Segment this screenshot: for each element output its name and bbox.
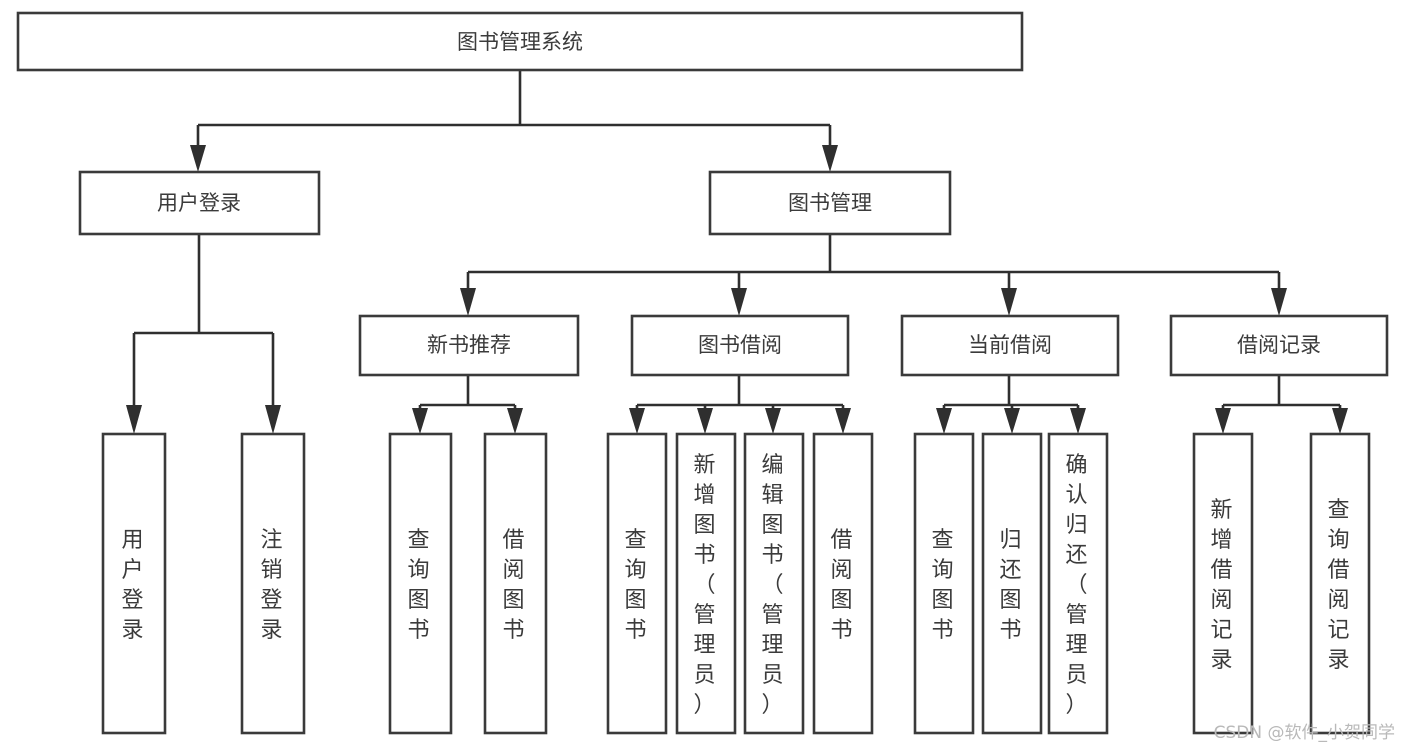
arrow-head-new-book [460,288,476,316]
leaf-user-login-2-box[interactable] [240,432,306,735]
node-user-login-box[interactable] [78,170,321,236]
arrow-head-book-mgmt [822,145,838,172]
node-book-management-label: 图书管理 [788,191,872,215]
leaf-current-borrow-1-label: 查询图书 [931,528,956,643]
arrow-head-leaf-logout [265,405,281,434]
leaf-current-borrow-3[interactable]: 确认归还（管理员） [1047,432,1109,735]
leaf-borrow-record-2-box[interactable] [1309,432,1371,735]
node-book-borrow-box[interactable] [630,314,850,377]
leaf-new-book-2-box[interactable] [483,432,548,735]
leaf-current-borrow-3-label: 确认归还（管理员） [1065,453,1090,718]
leaf-book-borrow-2[interactable]: 新增图书（管理员） [675,432,737,735]
node-borrow-record-box[interactable] [1169,314,1389,377]
node-new-book-recommend-label: 新书推荐 [427,333,511,357]
leaf-borrow-record-1[interactable]: 新增借阅记录 [1192,432,1254,735]
arrow-head-current-borrow [1001,288,1017,316]
arrow-head-newbook-leaf-1 [412,408,428,434]
node-borrow-record-label: 借阅记录 [1237,333,1321,357]
leaf-new-book-2[interactable]: 借阅图书 [483,432,548,735]
leaf-borrow-record-2[interactable]: 查询借阅记录 [1309,432,1371,735]
arrow-head-currentborrow-leaf-2 [1004,408,1020,434]
arrow-head-borrowrecord-leaf-1 [1215,408,1231,434]
node-book-management-box[interactable] [708,170,952,236]
leaf-borrow-record-2-label: 查询借阅记录 [1327,498,1352,673]
leaf-book-borrow-1-box[interactable] [606,432,668,735]
node-new-book-recommend-box[interactable] [358,314,580,377]
leaf-user-login-1-label: 用户登录 [121,528,146,643]
leaf-current-borrow-2[interactable]: 归还图书 [981,432,1043,735]
leaf-book-borrow-1[interactable]: 查询图书 [606,432,668,735]
node-current-borrow[interactable]: 当前借阅 [900,314,1120,377]
node-user-login-label: 用户登录 [157,191,241,215]
leaf-book-borrow-4-box[interactable] [812,432,874,735]
arrow-head-bookborrow-leaf-4 [835,408,851,434]
node-root-box[interactable] [16,11,1024,72]
node-current-borrow-label: 当前借阅 [968,333,1052,357]
leaf-borrow-record-1-label: 新增借阅记录 [1210,498,1235,673]
leaf-user-login-1-box[interactable] [101,432,167,735]
node-book-borrow-label: 图书借阅 [698,333,782,357]
connector-layer [126,70,1348,434]
leaf-book-borrow-1-label: 查询图书 [624,528,649,643]
node-new-book-recommend[interactable]: 新书推荐 [358,314,580,377]
leaf-current-borrow-1-box[interactable] [913,432,975,735]
leaf-book-borrow-4-label: 借阅图书 [830,528,855,643]
arrow-head-currentborrow-leaf-3 [1070,408,1086,434]
arrow-head-bookborrow-leaf-1 [629,408,645,434]
node-root-label: 图书管理系统 [457,30,583,54]
arrow-head-bookborrow-leaf-2 [697,408,713,434]
leaf-book-borrow-4[interactable]: 借阅图书 [812,432,874,735]
leaf-current-borrow-2-label: 归还图书 [999,528,1024,643]
leaf-user-login-2-label: 注销登录 [260,528,285,643]
leaf-new-book-1[interactable]: 查询图书 [388,432,453,735]
leaf-user-login-2[interactable]: 注销登录 [240,432,306,735]
node-borrow-record[interactable]: 借阅记录 [1169,314,1389,377]
leaf-current-borrow-1[interactable]: 查询图书 [913,432,975,735]
leaf-book-borrow-3-box[interactable] [743,432,805,735]
node-book-borrow[interactable]: 图书借阅 [630,314,850,377]
arrow-head-bookborrow-leaf-3 [765,408,781,434]
leaf-current-borrow-3-box[interactable] [1047,432,1109,735]
leaf-new-book-1-box[interactable] [388,432,453,735]
node-root[interactable]: 图书管理系统 [16,11,1024,72]
leaf-new-book-2-label: 借阅图书 [502,528,527,643]
arrow-head-newbook-leaf-2 [507,408,523,434]
node-current-borrow-box[interactable] [900,314,1120,377]
leaf-current-borrow-2-box[interactable] [981,432,1043,735]
node-user-login[interactable]: 用户登录 [78,170,321,236]
arrow-head-leaf-user-login [126,405,142,434]
leaf-user-login-1[interactable]: 用户登录 [101,432,167,735]
node-book-management[interactable]: 图书管理 [708,170,952,236]
leaf-book-borrow-2-label: 新增图书（管理员） [693,453,718,718]
arrow-head-borrowrecord-leaf-2 [1332,408,1348,434]
leaf-book-borrow-3-label: 编辑图书（管理员） [761,453,786,718]
leaf-new-book-1-label: 查询图书 [407,528,432,643]
leaf-book-borrow-2-box[interactable] [675,432,737,735]
leaf-book-borrow-3[interactable]: 编辑图书（管理员） [743,432,805,735]
arrow-head-currentborrow-leaf-1 [936,408,952,434]
leaf-borrow-record-1-box[interactable] [1192,432,1254,735]
arrow-head-book-borrow [731,288,747,316]
arrow-head-borrow-record [1271,288,1287,316]
arrow-head-user-login [190,145,206,172]
